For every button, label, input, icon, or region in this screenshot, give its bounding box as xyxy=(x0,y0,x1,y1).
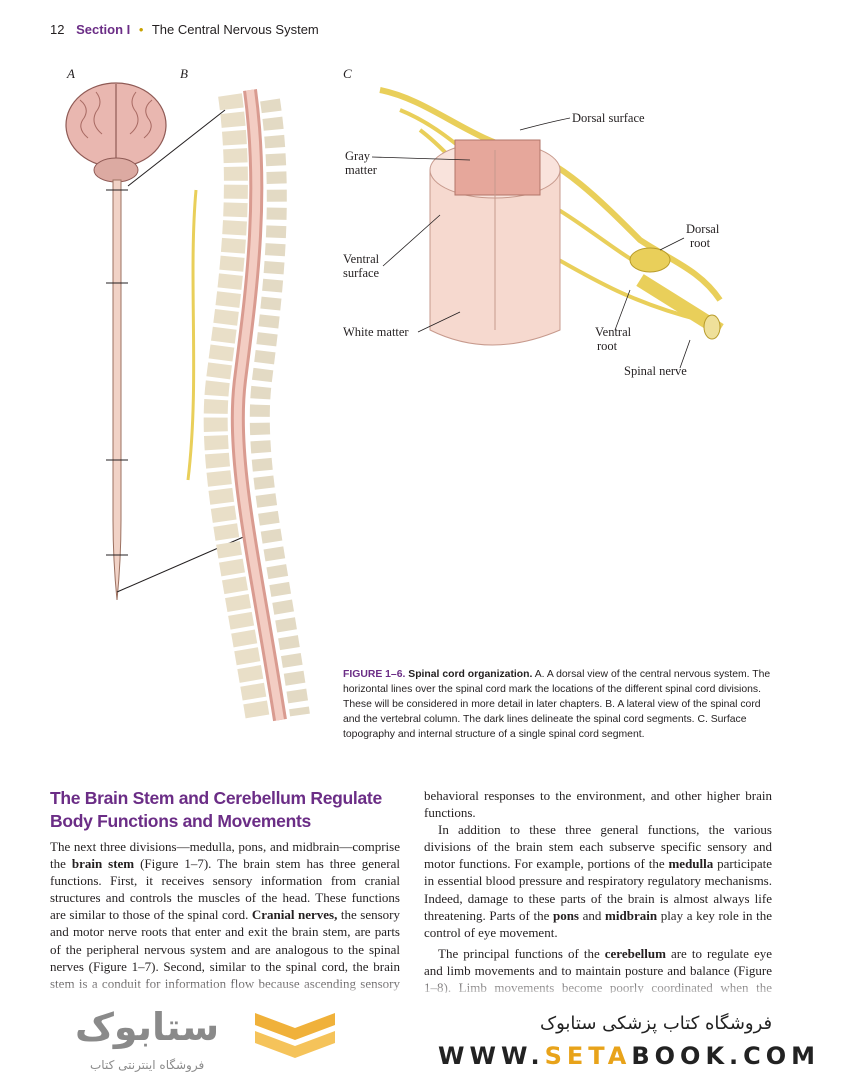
paragraph: behavioral responses to the environment,… xyxy=(424,788,772,821)
label-white-matter: White matter xyxy=(343,325,409,339)
text-run: In addition to these three general funct… xyxy=(424,822,772,872)
logo-wordmark: ستابوک xyxy=(75,1005,220,1049)
spinal-cord-figure: Dorsal surface Gray matter Dorsal root V… xyxy=(65,82,724,722)
panel-label-b: B xyxy=(180,66,188,81)
header-separator: • xyxy=(138,22,144,37)
running-header: 12 Section I • The Central Nervous Syste… xyxy=(50,22,319,37)
watermark-banner xyxy=(0,993,847,1080)
text-run: The principal functions of the xyxy=(438,945,605,961)
label-dorsal-surface: Dorsal surface xyxy=(572,111,645,125)
label-ventral-surface-2: surface xyxy=(343,266,380,280)
spinal-cord-dorsal xyxy=(112,179,122,601)
paragraph: The next three divisions—medulla, pons, … xyxy=(50,838,400,1009)
store-name: فروشگاه کتاب پزشکی ستابوک xyxy=(540,1013,773,1034)
panel-c-labels: Dorsal surface Gray matter Dorsal root V… xyxy=(343,111,720,378)
section-label: Section I xyxy=(76,22,131,37)
panel-label-a: A xyxy=(67,66,75,81)
label-spinal-nerve: Spinal nerve xyxy=(624,364,687,378)
label-dorsal-root-1: Dorsal xyxy=(686,222,720,236)
spinal-segment xyxy=(379,87,724,346)
logo-tagline: فروشگاه اینترنتی کتاب xyxy=(90,1058,205,1072)
term-cranial-nerves: Cranial nerves, xyxy=(251,907,338,923)
label-gray-matter-2: matter xyxy=(345,163,378,177)
term-cerebellum: cerebellum xyxy=(604,945,666,961)
division-lines xyxy=(106,189,128,556)
text-run: participate in essential blood pressure … xyxy=(424,856,772,923)
label-dorsal-root-2: root xyxy=(690,236,711,250)
caption-title: Spinal cord organization. xyxy=(408,669,533,680)
store-url[interactable]: WWW.SETABOOK.COM xyxy=(438,1042,821,1070)
label-gray-matter-1: Gray xyxy=(345,149,371,163)
vertebral-column xyxy=(186,89,310,722)
paragraph: In addition to these three general funct… xyxy=(424,821,772,941)
header-title: The Central Nervous System xyxy=(151,22,319,37)
body-column-1: The next three divisions—medulla, pons, … xyxy=(50,838,400,1009)
label-leaders xyxy=(371,117,691,369)
brain-illustration xyxy=(65,82,167,183)
text-run: play a key role in the control of eye mo… xyxy=(424,907,772,940)
text-run: (Figure 1–7). The brain stem has three g… xyxy=(50,856,400,923)
page-number: 12 xyxy=(50,22,65,37)
text-run: The next three divisions—medulla, pons, … xyxy=(50,839,400,872)
text-run: and xyxy=(579,907,606,923)
term-medulla: medulla xyxy=(668,856,714,872)
section-heading: The Brain Stem and Cerebellum Regulate B… xyxy=(50,788,382,831)
panel-label-c: C xyxy=(343,66,352,81)
label-ventral-surface-1: Ventral xyxy=(343,252,380,266)
figure-number: FIGURE 1–6. xyxy=(343,669,406,680)
term-pons: pons xyxy=(552,907,579,923)
term-brain-stem: brain stem xyxy=(71,856,135,872)
book-logo-icon xyxy=(255,1013,335,1058)
figure-caption: FIGURE 1–6. Spinal cord organization. A.… xyxy=(343,667,773,742)
label-ventral-root-2: root xyxy=(597,339,618,353)
caption-text: A. A dorsal view of the central nervous … xyxy=(343,669,771,740)
label-ventral-root-1: Ventral xyxy=(595,325,632,339)
term-midbrain: midbrain xyxy=(605,907,658,923)
